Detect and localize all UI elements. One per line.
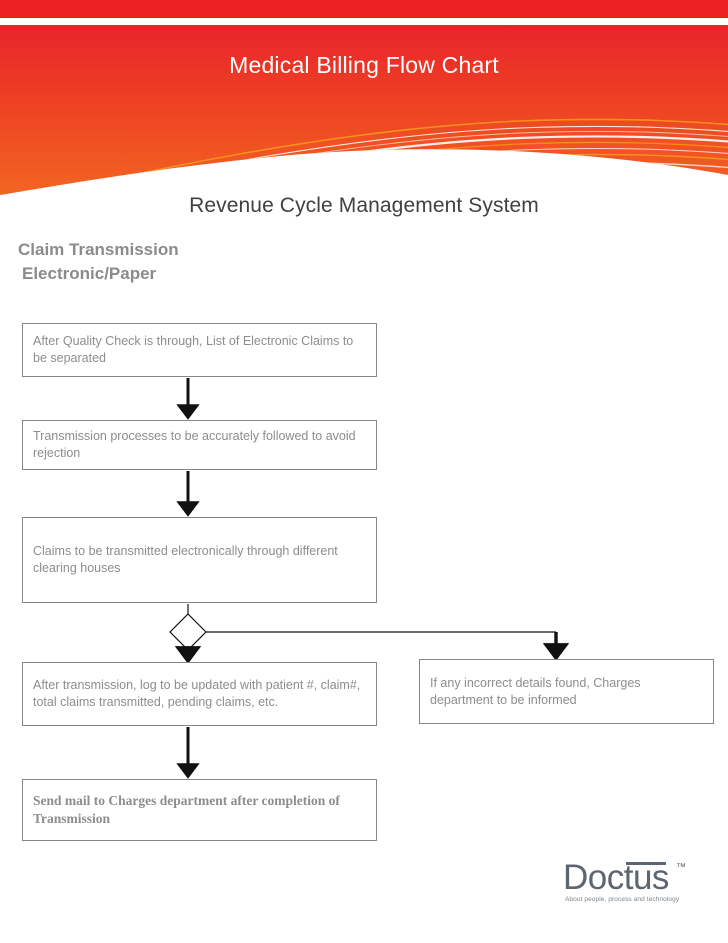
page-title: Medical Billing Flow Chart [229,52,499,78]
doctus-logo: Doctus ™ About people, process and techn… [563,860,713,912]
subtitle: Revenue Cycle Management System [189,194,539,217]
flow-box-clearing-houses: Claims to be transmitted electronically … [22,517,377,603]
flow-box-transmission-process: Transmission processes to be accurately … [22,420,377,470]
section-heading-line-2: Electronic/Paper [22,264,157,283]
flow-box-right-text: If any incorrect details found, Charges … [430,675,641,707]
logo-wordmark: Doctus [563,858,669,897]
section-heading: Claim Transmission Electronic/Paper [18,238,438,286]
flow-box-quality-check: After Quality Check is through, List of … [22,323,377,377]
flow-box-2-text: Transmission processes to be accurately … [33,429,356,460]
logo-overline-bar [626,862,666,865]
flow-box-update-log: After transmission, log to be updated wi… [22,662,377,726]
flow-box-1-text: After Quality Check is through, List of … [33,334,354,365]
top-red-accent-bar [0,0,728,18]
flow-box-send-mail: Send mail to Charges department after co… [22,779,377,841]
flow-box-5-text: Send mail to Charges department after co… [33,793,340,826]
header-white-gap [0,18,728,25]
flow-box-4-text: After transmission, log to be updated wi… [33,678,361,709]
decision-diamond [169,613,207,651]
flow-box-3-text: Claims to be transmitted electronically … [33,544,338,575]
logo-tagline: About people, process and technology [565,896,680,903]
header-graphic [0,25,728,200]
section-heading-line-1: Claim Transmission [18,240,179,259]
trademark-symbol: ™ [676,862,686,873]
flow-box-incorrect-details: If any incorrect details found, Charges … [419,659,714,724]
header-banner: Medical Billing Flow Chart [0,0,728,200]
